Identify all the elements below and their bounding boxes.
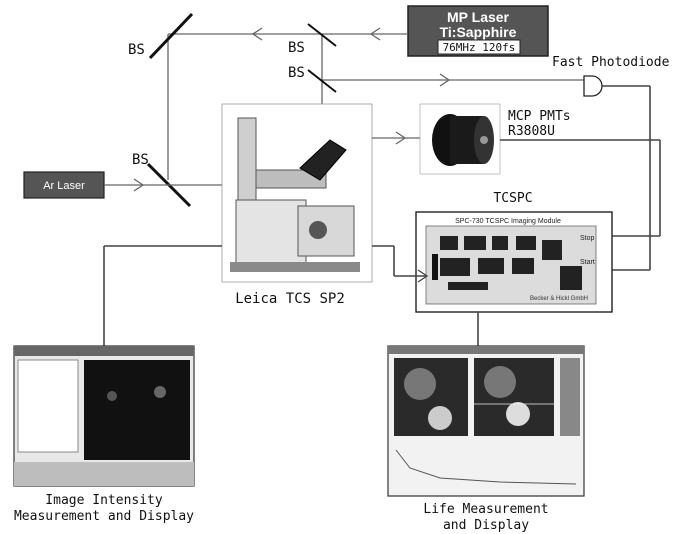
mp-laser-title: MP Laser	[447, 9, 510, 25]
life-measurement-screen: Life Measurement and Display	[388, 346, 584, 533]
mirror-top-left	[150, 14, 192, 58]
tcspc-start: Start	[580, 259, 595, 266]
pmt-model: R3808U	[508, 124, 555, 139]
ar-laser: Ar Laser	[24, 172, 232, 198]
image-intensity-screen: Image Intensity Measurement and Display	[14, 346, 194, 524]
life-measurement-line2: and Display	[443, 518, 529, 533]
tcspc-module: TCSPC SPC-730 TCSPC Imaging Module Stop …	[416, 191, 612, 312]
photodiode-label: Fast Photodiode	[552, 55, 670, 70]
tcspc-title: TCSPC	[493, 191, 532, 206]
microscope-label: Leica TCS SP2	[235, 291, 345, 307]
tcspc-maker: Becker & Hickl GmbH	[530, 296, 588, 302]
image-intensity-line2: Measurement and Display	[14, 509, 194, 524]
microscope: Leica TCS SP2	[222, 104, 372, 307]
tcspc-board-title: SPC-730 TCSPC Imaging Module	[455, 218, 561, 225]
bs-label-3: BS	[288, 65, 305, 81]
ar-laser-label: Ar Laser	[43, 180, 85, 192]
pmt-title: MCP PMTs	[508, 109, 571, 124]
mp-laser: MP Laser Ti:Sapphire 76MHz 120fs	[408, 6, 548, 56]
mp-laser-spec: 76MHz 120fs	[443, 41, 516, 54]
bs-label-4: BS	[132, 152, 149, 168]
image-intensity-line1: Image Intensity	[45, 493, 163, 508]
tcspc-stop: Stop	[580, 235, 595, 242]
mp-laser-subtitle: Ti:Sapphire	[440, 24, 517, 40]
bs-label-1: BS	[128, 42, 145, 58]
life-measurement-line1: Life Measurement	[423, 502, 548, 517]
bs-label-2: BS	[288, 40, 305, 56]
